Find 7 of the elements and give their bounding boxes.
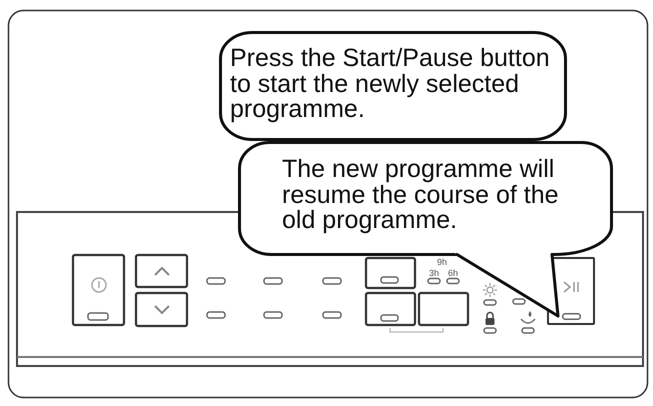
time-label: 6h xyxy=(448,268,458,278)
speech-bubble xyxy=(219,31,567,141)
time-label: 9h xyxy=(437,257,447,267)
callout-text: The new programme will resume the course of the old programme. xyxy=(282,157,560,234)
time-label: 3h xyxy=(429,268,439,278)
callout-text: Press the Start/Pause button to start the newly selected programme. xyxy=(230,46,551,122)
callout-pointer xyxy=(456,253,560,318)
